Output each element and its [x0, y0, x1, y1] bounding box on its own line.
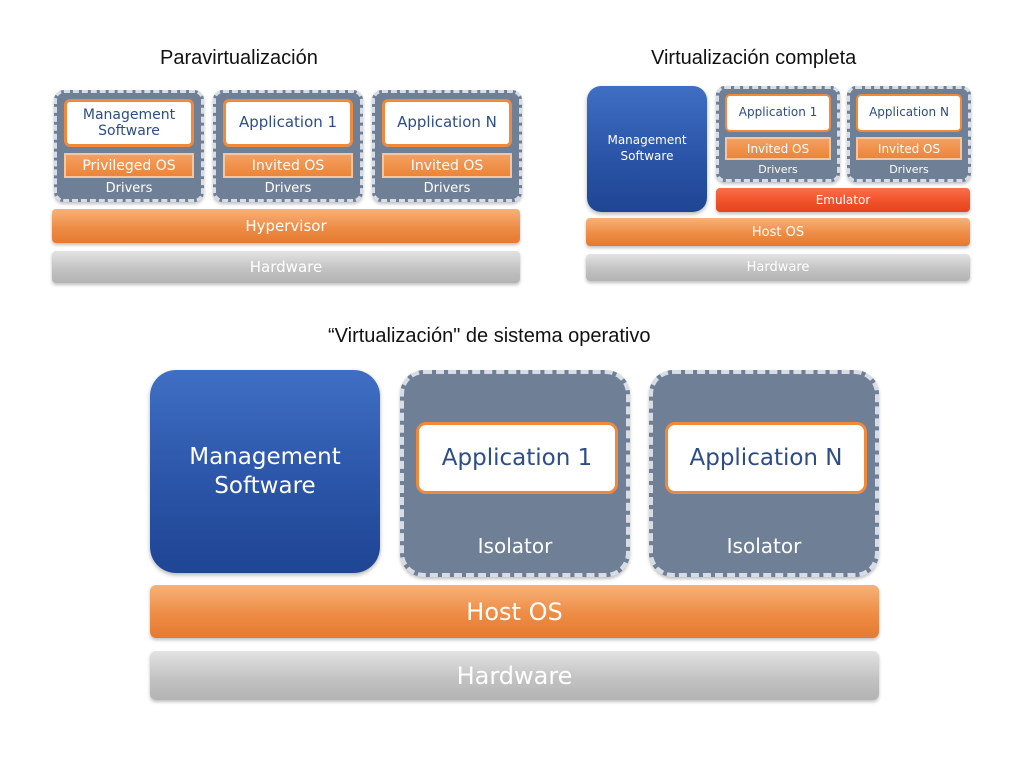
full-virtualization-heading: Virtualización completa	[651, 47, 857, 69]
full-vm-application-n: Application N Invited OS Drivers	[847, 86, 971, 182]
drivers-label: Drivers	[423, 181, 471, 196]
paravirt-vm-application-n: Application N Invited OS Drivers	[372, 90, 522, 202]
hypervisor-layer: Hypervisor	[52, 209, 520, 243]
paravirt-vm-application-1: Application 1 Invited OS Drivers	[213, 90, 363, 202]
application-n-box: Application N	[382, 99, 512, 147]
invited-os-box: Invited OS	[382, 153, 512, 178]
privileged-os-box: Privileged OS	[64, 153, 194, 178]
application-n-box: Application N	[665, 422, 867, 494]
application-1-box: Application 1	[725, 94, 831, 132]
isolator-label: Isolator	[477, 534, 553, 558]
host-os-layer: Host OS	[150, 585, 879, 638]
drivers-label: Drivers	[105, 181, 153, 196]
emulator-layer: Emulator	[716, 188, 970, 212]
drivers-label: Drivers	[758, 163, 798, 176]
hardware-layer: Hardware	[150, 651, 879, 700]
management-software-block: Management Software	[587, 86, 707, 212]
full-vm-application-1: Application 1 Invited OS Drivers	[716, 86, 840, 182]
hardware-layer: Hardware	[586, 254, 970, 281]
invited-os-box: Invited OS	[223, 153, 353, 178]
container-application-1: Application 1 Isolator	[400, 370, 630, 577]
application-n-box: Application N	[856, 94, 962, 132]
container-application-n: Application N Isolator	[649, 370, 879, 577]
drivers-label: Drivers	[889, 163, 929, 176]
invited-os-box: Invited OS	[725, 137, 831, 160]
drivers-label: Drivers	[264, 181, 312, 196]
management-software-box: Management Software	[64, 99, 194, 147]
application-1-box: Application 1	[223, 99, 353, 147]
paravirt-vm-management: Management Software Privileged OS Driver…	[54, 90, 204, 202]
invited-os-box: Invited OS	[856, 137, 962, 160]
os-virtualization-heading: “Virtualización" de sistema operativo	[328, 325, 651, 347]
host-os-layer: Host OS	[586, 218, 970, 246]
management-software-block: Management Software	[150, 370, 380, 573]
hardware-layer: Hardware	[52, 251, 520, 283]
isolator-label: Isolator	[726, 534, 802, 558]
paravirtualization-heading: Paravirtualización	[160, 47, 318, 69]
application-1-box: Application 1	[416, 422, 618, 494]
